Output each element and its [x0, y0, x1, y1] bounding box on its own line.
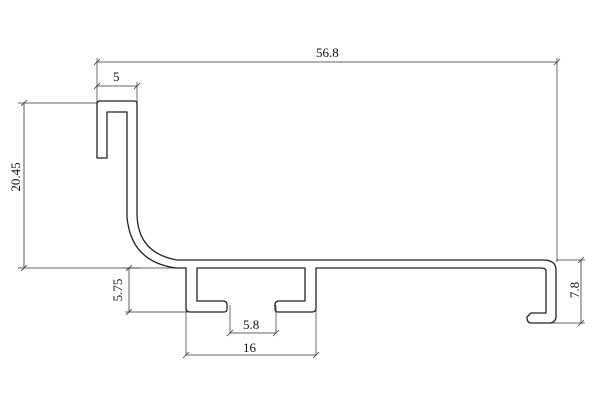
tick-height-bottom [20, 264, 28, 272]
tick-channel-right [312, 351, 320, 359]
tick-overall-right [553, 58, 561, 66]
profile-outline [96, 100, 557, 324]
dim-label-flange-height: 5.75 [110, 278, 125, 302]
tick-height-top [20, 99, 28, 107]
tick-lip-left [93, 82, 101, 90]
tick-flange-bottom [125, 308, 133, 316]
dim-label-slot-width: 5.8 [243, 317, 260, 332]
dim-label-right-lip-height: 7.8 [567, 281, 582, 299]
dim-label-overall-height: 20.45 [8, 162, 23, 192]
extension-lines [18, 58, 585, 355]
dim-label-channel-width: 16 [243, 340, 256, 355]
dim-label-overall-width: 56.8 [316, 45, 339, 60]
dimension-lines [23, 61, 582, 356]
tick-lip-right [133, 82, 141, 90]
dim-label-lip-width: 5 [113, 69, 120, 84]
tick-right-lip-bottom [577, 319, 585, 327]
tick-flange-top [125, 264, 133, 272]
tick-channel-left [182, 351, 190, 359]
tick-slot-left [226, 329, 234, 337]
tick-right-lip-top [577, 256, 585, 264]
tick-overall-left [93, 58, 101, 66]
tick-slot-right [272, 329, 280, 337]
dimension-ticks [20, 58, 585, 359]
